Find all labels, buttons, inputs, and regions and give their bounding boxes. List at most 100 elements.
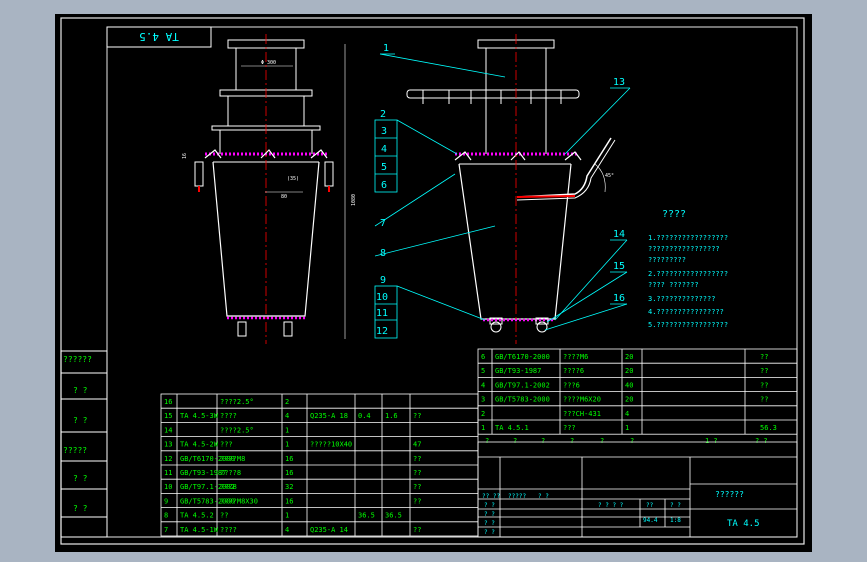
bom-lower-cell: 8 [164, 512, 168, 520]
tb-header-cell: ? [485, 437, 489, 445]
dim-text: 45° [605, 173, 614, 179]
tb-cell: 94.4 [643, 517, 658, 524]
tech-notes: ???? 1.????????????????? ???????????????… [648, 209, 728, 329]
bom-lower-cell: 36.5 [385, 512, 402, 520]
bom-lower-cell: 4 [285, 526, 289, 534]
bom-lower-cell: ?? [220, 512, 228, 520]
bom-lower-cell: 1.6 [385, 412, 398, 420]
bom-lower-cell: 2 [285, 398, 289, 406]
dim-text: 80 [281, 194, 287, 200]
bom-lower-cell: 10 [164, 483, 172, 491]
tb-cell: ? ? [484, 502, 495, 509]
bom-lower-cell: 9 [164, 497, 168, 505]
tb-header-cell: ? [513, 437, 517, 445]
bom-lower-cell: TA 4.5.2 [180, 512, 214, 520]
drawing-canvas: TA 4.5 ?????? ? ? ? ? ????? ? ? ? ? Φ 30… [60, 17, 805, 545]
bom-upper-cell: ?? [760, 367, 768, 375]
bom-upper-cell: 56.3 [760, 424, 777, 432]
tb-cell: ? ? [484, 511, 495, 518]
bom-lower-cell: GB/T6170-2000 [180, 455, 235, 463]
bom-lower-cell: GB/T5783-2000 [180, 497, 235, 505]
bom-lower-cell: 36.5 [358, 512, 375, 520]
bom-upper-cell: 1 [481, 424, 485, 432]
callout-4: 4 [381, 144, 387, 155]
bom-upper-cell: GB/T6170-2000 [495, 353, 550, 361]
title-block [477, 441, 798, 538]
callout-5: 5 [381, 162, 387, 173]
dim-text: 1080 [351, 194, 357, 206]
bom-lower-cell: ???8 [220, 483, 237, 491]
bom-upper-cell: GB/T5783-2000 [495, 396, 550, 404]
callout-7: 7 [380, 218, 386, 229]
bom-upper-cell: ?? [760, 381, 768, 389]
bom-lower-cell: ????8 [220, 469, 241, 477]
bom-lower-cell: TA 4.5-1W [180, 526, 219, 534]
bom-lower-cell: 4 [285, 412, 289, 420]
bom-lower-cell: Q235-A 14 [310, 526, 348, 534]
tb-header-cell: 1 ? [705, 437, 718, 445]
callout-16: 16 [613, 293, 625, 304]
left-label: ? ? [73, 474, 88, 483]
tb-header-cell: ? [600, 437, 604, 445]
bom-lower-cell: ??? [220, 441, 233, 449]
left-view: Φ 300 1080 80 (35) 16 [182, 34, 357, 344]
bom-lower-cell: 1 [285, 441, 289, 449]
left-column: ?????? ? ? ? ? ????? ? ? ? ? [60, 350, 108, 538]
tb-cell: ? ? [670, 502, 681, 509]
bom-lower-cell: 11 [164, 469, 172, 477]
bom-upper-cell: 4 [481, 381, 485, 389]
tech-note: 5.????????????????? [648, 321, 728, 329]
bom-upper-cell: GB/T97.1-2002 [495, 381, 550, 389]
tb-header-cell: ? ? [755, 437, 768, 445]
inner-border [106, 26, 798, 538]
tb-cell: ? ? ? ? [598, 502, 624, 509]
bom-lower-cell: 7 [164, 526, 168, 534]
bom-upper-cell: TA 4.5.1 [495, 424, 529, 432]
bom-lower-cell: 12 [164, 455, 172, 463]
tb-cell: ? ? [484, 520, 495, 527]
callout-13: 13 [613, 77, 625, 88]
dim-text: 16 [182, 153, 188, 159]
dim-text: Φ 300 [261, 60, 276, 66]
title-stamp: TA 4.5 [139, 30, 179, 43]
bom-lower-cell: ????M8X30 [220, 497, 258, 505]
outer-border [60, 17, 805, 545]
callout-10: 10 [376, 292, 388, 303]
bom-lower-cell: 13 [164, 441, 172, 449]
left-label: ? ? [73, 504, 88, 513]
bom-upper-cell: ?? [760, 396, 768, 404]
callout-8: 8 [380, 248, 386, 259]
bom-upper-cell: 1 [625, 424, 629, 432]
tb-cell: ?? ?? [482, 493, 500, 500]
bom-lower-cell: GB/T93-1987 [180, 469, 226, 477]
bom-upper-cell: 40 [625, 381, 633, 389]
bom-lower-cell: TA 4.5-2W [180, 441, 219, 449]
callout-11: 11 [376, 308, 388, 319]
tech-note: ????????????????? [648, 245, 720, 253]
drawing-name: ?????? [715, 490, 744, 499]
bom-lower-cell: 47 [413, 441, 421, 449]
callout-12: 12 [376, 326, 388, 337]
bom-upper-cell: ??? [563, 424, 576, 432]
bom-lower-cell: 14 [164, 426, 172, 434]
callout-1: 1 [383, 43, 389, 54]
left-label: ? ? [73, 416, 88, 425]
callout-6: 6 [381, 180, 387, 191]
bom-lower-cell: ?? [413, 497, 421, 505]
bom-lower-cell: 32 [285, 483, 293, 491]
callout-15: 15 [613, 261, 625, 272]
callout-3: 3 [381, 126, 387, 137]
bom-upper-cell: 5 [481, 367, 485, 375]
tech-note: 2.????????????????? [648, 270, 728, 278]
bom-upper-cell: ????6 [563, 367, 584, 375]
bom-upper-cell: GB/T93-1987 [495, 367, 541, 375]
tb-header-cell: ? [630, 437, 634, 445]
tb-cell: ????? [508, 493, 526, 500]
dim-text: (35) [287, 176, 299, 182]
bom-upper-cell: 3 [481, 396, 485, 404]
left-label: ?????? [63, 355, 92, 364]
bom-lower-cell: 0.4 [358, 412, 371, 420]
